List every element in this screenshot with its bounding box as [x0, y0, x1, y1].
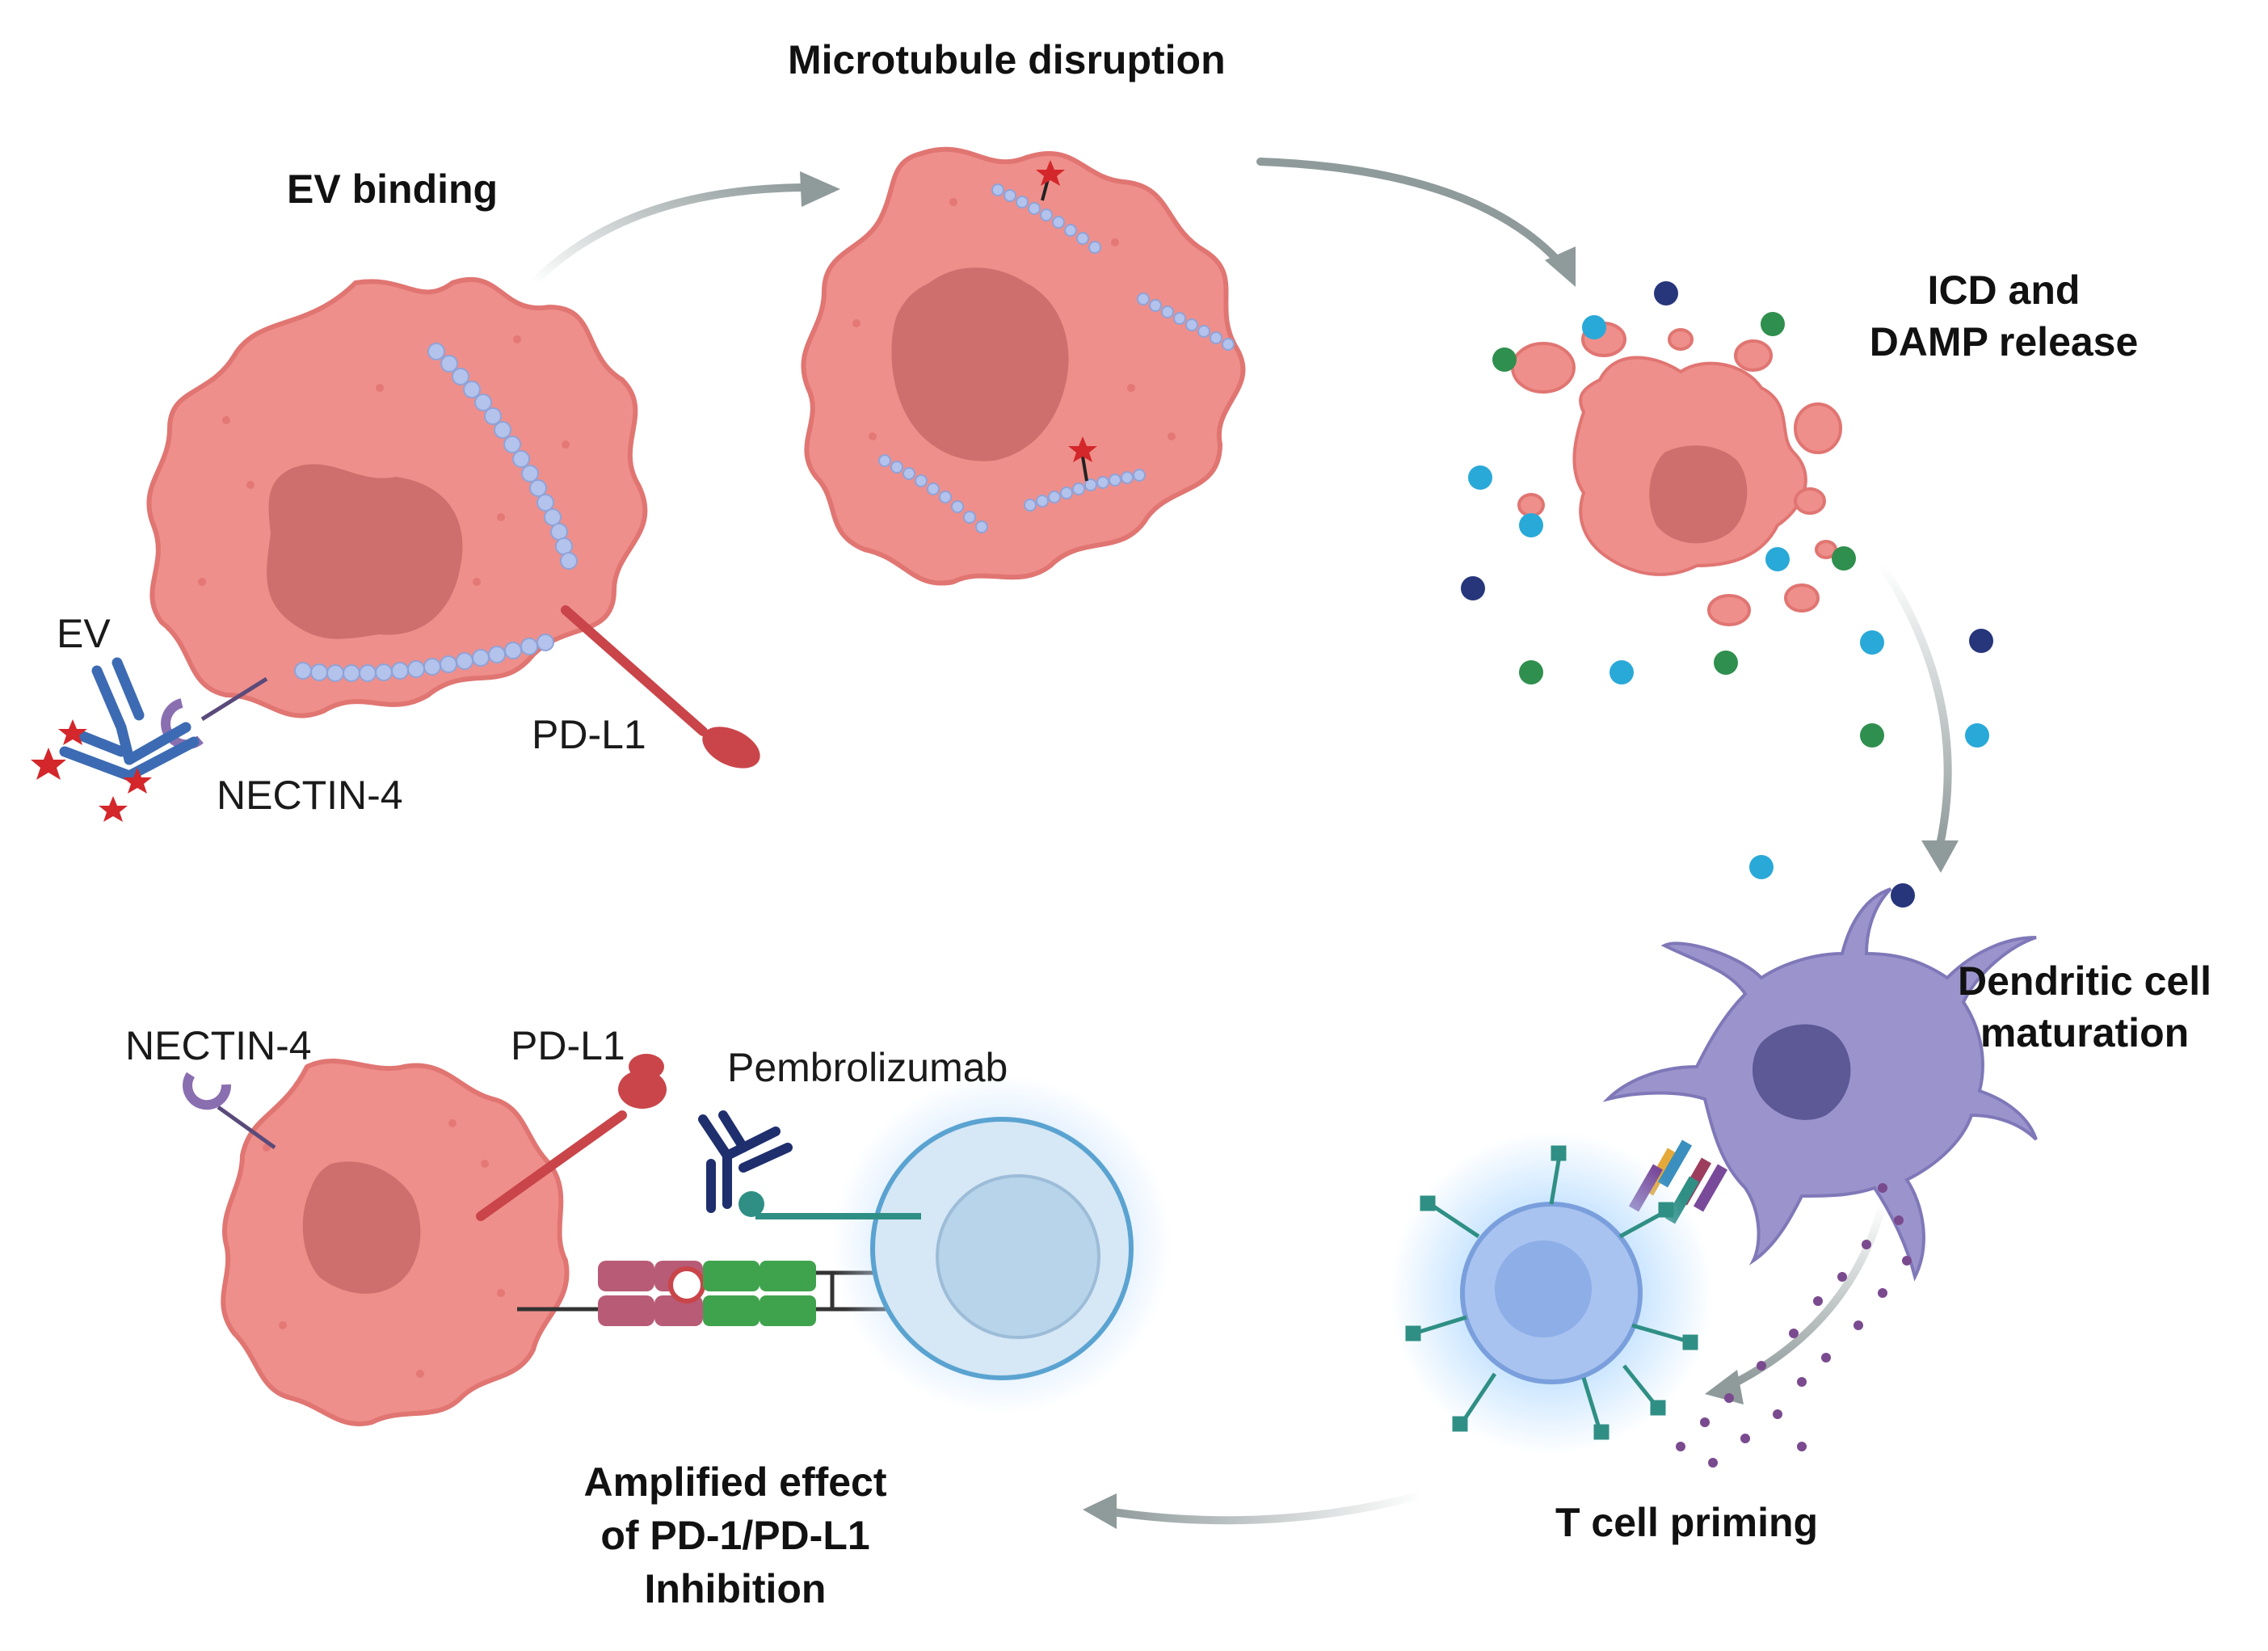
checkpoint-complex [517, 1261, 921, 1326]
microtubule [294, 634, 554, 682]
step-icd-title: ICD and DAMP release [1850, 267, 2157, 365]
step-amplified-line1: Amplified effect [583, 1459, 887, 1505]
nucleus [1752, 1024, 1851, 1120]
damp-molecules [1461, 281, 1993, 908]
microtubule [991, 183, 1101, 254]
nucleus [891, 267, 1069, 461]
tumor-cell-microtubule-disruption [801, 146, 1246, 586]
nucleus [1649, 445, 1748, 544]
arrow-head-4 [1705, 1370, 1744, 1405]
cytoplasm-dots [852, 198, 1176, 440]
arrow-head-3 [1921, 840, 1959, 873]
label-nectin4-bottom: NECTIN-4 [125, 1023, 312, 1068]
arrow-head-1 [800, 171, 840, 207]
step-tcell-title: T cell priming [1555, 1500, 1819, 1545]
arrow-head-5 [1083, 1493, 1117, 1529]
nucleus [267, 464, 463, 639]
label-pdl1-bottom: PD-L1 [511, 1023, 625, 1068]
tumor-cell-ev-binding [31, 276, 760, 822]
step-amplified-line3: Inhibition [644, 1566, 827, 1611]
label-pembrolizumab: Pembrolizumab [727, 1045, 1008, 1090]
label-ev: EV [57, 611, 111, 656]
step-dc-title: Dendritic cell maturation [1915, 958, 2254, 1056]
pdl1-ligand [561, 605, 760, 769]
microtubule [1024, 469, 1146, 512]
tumor-cell-inhibition [183, 1054, 921, 1426]
step-amplified-title: Amplified effect of PD-1/PD-L1 Inhibitio… [525, 1459, 945, 1612]
nucleus [1495, 1240, 1592, 1337]
ev-antibody-drug-conjugate [59, 657, 200, 781]
nectin4-receptor [183, 1072, 276, 1150]
label-pdl1-top: PD-L1 [532, 712, 646, 757]
step-amplified-line2: of PD-1/PD-L1 [600, 1513, 870, 1558]
dying-cell-icd [1461, 281, 1993, 908]
membrane-blebs [1511, 322, 1842, 626]
microtubule [878, 454, 988, 533]
step-icd-line2: DAMP release [1869, 319, 2139, 364]
step-dc-line2: maturation [1980, 1010, 2190, 1055]
step-microtubule-title: Microtubule disruption [788, 37, 1226, 82]
pdl1-ligand [476, 1054, 667, 1221]
arrow-microtubule-to-icd [1256, 158, 1567, 271]
step-dc-line1: Dendritic cell [1958, 958, 2211, 1004]
cytoplasm-dots [198, 335, 570, 586]
pembrolizumab-antibody [698, 1110, 793, 1213]
arrow-dc-to-tcell [1725, 1200, 1887, 1390]
microtubule [1137, 293, 1235, 351]
cytokine-dots [1676, 1183, 1912, 1468]
nucleus [936, 1174, 1100, 1339]
payload-icon [1036, 160, 1097, 482]
label-nectin4-top: NECTIN-4 [217, 773, 403, 818]
step-ev-binding-title: EV binding [287, 166, 499, 212]
arrow-ev-to-microtubule [529, 183, 820, 287]
t-cell-pembrolizumab [698, 1075, 1172, 1414]
pd1-receptor [738, 1191, 921, 1219]
tcr-receptors [1405, 1145, 1698, 1440]
dendritic-cell [1602, 887, 2038, 1468]
nucleus [302, 1161, 421, 1294]
arrow-icd-to-dc [1879, 562, 1952, 853]
microtubule [427, 343, 578, 570]
cycle-arrows [529, 158, 1959, 1529]
arrow-tcell-to-amplified [1103, 1491, 1426, 1525]
payload-icon [31, 719, 152, 822]
arrow-head-2 [1545, 246, 1576, 287]
step-icd-line1: ICD and [1927, 267, 2081, 313]
t-cell-priming [1390, 1131, 1713, 1455]
